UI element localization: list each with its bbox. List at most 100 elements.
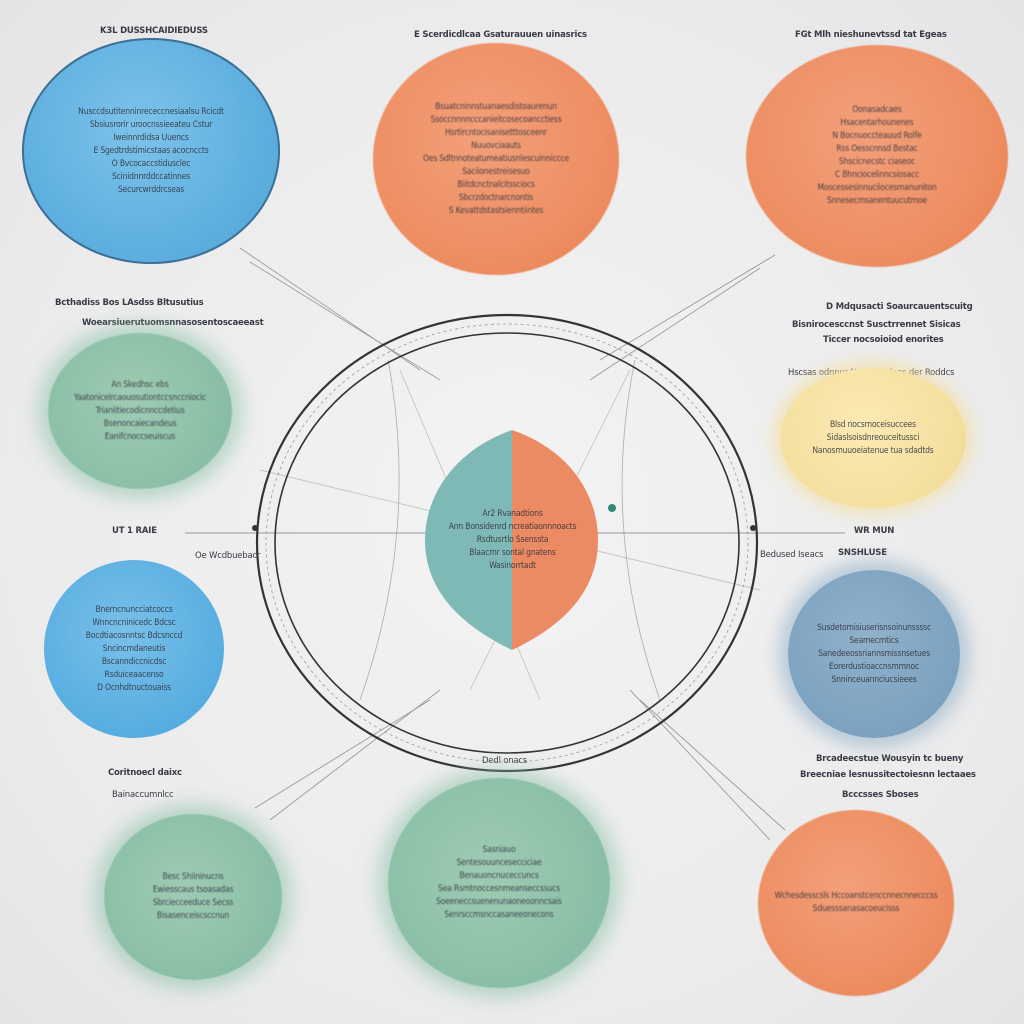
bubble-lower-right: Susdetomisiuserisnsoinunssssc Seamecmtic…	[788, 570, 960, 738]
bubble-line: Snninceuannciucsieees	[831, 674, 917, 685]
axis-node-left	[252, 525, 258, 531]
bubble-line: Iweinnrdidsa Uuencs	[113, 132, 189, 143]
center-line: Ann Bonsidenrd ncreatiaonnnoacts	[448, 521, 577, 532]
bubble-line: Bsuatcninnstuanaesdistoaurenun	[435, 101, 557, 112]
bubble-title: FGt Mlh nieshunevtssd tat Egeas	[795, 30, 947, 40]
bubble-line: Sentesouuncesecciciae	[456, 858, 542, 868]
bubble-line: Bocdtiacosnntsc Bdcsnccd	[85, 630, 183, 641]
axis-label-left-sub: Oe Wcdbuebacr	[195, 551, 261, 561]
bubble-line: Sidaslsoisdnreouceitussci	[826, 432, 920, 443]
bubble-line: Ssoccnnnncccanieitcosecoancctiess	[430, 114, 562, 125]
bubble-line: E Sgedtrdstimicstaas acocnccts	[93, 145, 209, 156]
bubble-line: Nuuovciaauts	[471, 140, 521, 151]
bubble-bottom-center: Sasniauo Sentesouuncesecciciae Benauoncn…	[388, 778, 610, 988]
bubble-bottom-right: Wchesdesscsls Hccoanstcenccnnecnnecccss …	[758, 810, 954, 996]
bubble-line: Eorerdustioaccnsmmnoc	[828, 661, 919, 672]
bubble-top-left: Nusccdsutitenninrececcnesiaalsu Rcicdt S…	[22, 38, 280, 264]
bubble-top-center: Bsuatcninnstuanaesdistoaurenun Ssoccnnnn…	[373, 43, 619, 275]
bubble-line: Bnerncnuncciatcoccs	[95, 604, 173, 615]
bubble-line: Sncincmdaneutis	[102, 643, 166, 654]
bubble-line: S Kevattdstastsienntiintes	[448, 205, 544, 216]
bubble-line: Hsacentarhounenes	[840, 118, 914, 128]
bubble-title: Bcccsses Sboses	[842, 790, 919, 800]
center-lens-text: Ar2 Rvanadtions Ann Bonsidenrd ncreatiao…	[425, 470, 600, 610]
bubble-line: Susdetomisiuserisnsoinunssssc	[817, 622, 931, 633]
center-line: Rsdtusrtlo Ssenssta	[476, 534, 549, 545]
bubble-line: An Skedhsc ebs	[111, 379, 169, 390]
center-line: Ar2 Rvanadtions	[482, 508, 543, 519]
bubble-title: Coritnoecl daixc	[108, 768, 182, 778]
bubble-line: Ewiesscaus tsoasadas	[152, 885, 234, 895]
bubble-line: Soeeneccsuenenunaoneoonncsais	[436, 897, 562, 907]
bubble-line: D Ocnhdtnuctouaiss	[97, 682, 171, 693]
bubble-line: Sbcrzdoctnarcnontis	[458, 192, 534, 203]
bubble-line: Bsenoncaiecandeus	[103, 418, 177, 429]
bubble-line: Bscanndiccnicdsc	[101, 656, 167, 667]
bubble-line: Sbsiusrorir uroocnssieeateu Cstur	[89, 119, 213, 130]
bubble-line: Scinidnnrddccatinnes	[111, 171, 191, 182]
axis-label-right-sub: SNSHLUSE	[838, 548, 887, 558]
bubble-line: Oes Sdltnnoteatumeatiusnlescuinniccce	[423, 153, 569, 164]
bubble-line: Securcwrddrcseas	[117, 184, 185, 195]
bubble-line: Benauoncnuceccuncs	[459, 871, 539, 881]
ring-ticks	[265, 323, 749, 763]
axis-label-right: WR MUN	[854, 526, 895, 536]
bubble-title: Breecniae lesnussitectoiesnn lectaaes	[800, 770, 976, 780]
bubble-title: D Mdqusacti Soaurcauentscuitg	[826, 302, 973, 312]
bubble-line: Moscessesinnuciiocesmanuniton	[817, 183, 937, 193]
bubble-line: Seamecmtics	[849, 635, 899, 646]
axis-label-bottom: Dedl onacs	[482, 756, 528, 766]
bubble-title: Brcadeecstue Wousyin tc bueny	[816, 754, 964, 764]
bubble-mid-left: An Skedhsc ebs Yaatonicelrcaouosutiontcc…	[48, 333, 232, 489]
axis-label-right-pre: Bedused Iseacs	[760, 550, 824, 560]
bubble-top-right: Oonasadcaes Hsacentarhounenes N Bocnuocc…	[746, 45, 1008, 267]
bubble-line: Nanosmuuoeiatenue tua sdadtds	[812, 445, 934, 456]
bubble-line: Wnncncninicedc Bdcsc	[92, 617, 176, 628]
bubble-line: Saciionestreisesuo	[462, 166, 530, 177]
center-lens-left	[425, 430, 512, 650]
bubble-line: O Bvcocaccstidusclec	[111, 158, 191, 169]
bubble-line: Hsrtircntocisanisetttosceenr	[444, 127, 547, 138]
bubble-line: Nusccdsutitenninrececcnesiaalsu Rcicdt	[78, 106, 224, 117]
bubble-mid-right: Blsd nocsmoceisuccees Sidaslsoisdnreouce…	[780, 368, 966, 508]
bubble-line: Rss Oesscnnsd Bestac	[836, 144, 918, 154]
bubble-line: Eanifcnoccseuiscus	[104, 431, 176, 442]
bubble-line: Wchesdesscsls Hccoanstcenccnnecnnecccss	[774, 891, 938, 901]
bubble-line: Blsd nocsmoceisuccees	[830, 419, 916, 430]
bubble-title: Bainaccumnlcc	[112, 790, 174, 800]
bubble-title: Bcthadiss Bos LAsdss Bltusutius	[55, 298, 204, 308]
bubble-title: K3L DUSSHCAIDIEDUSS	[100, 26, 208, 36]
bubble-line: C Bhnciocelinncsiosacc	[834, 170, 920, 180]
bubble-title: Bisnirocesccnst Susctrrennet Sisicas	[792, 320, 961, 330]
bubble-bottom-left: Besc Shiininucns Ewiesscaus tsoasadas Sb…	[104, 814, 282, 980]
bubble-title: E Scerdicdlcaa Gsaturauuen uinasrics	[414, 30, 587, 40]
outer-ring	[255, 313, 759, 773]
bubble-line: N Bocnuoccteauud Rolfe	[832, 131, 922, 141]
bubble-line: Senrsccmsnccasaneeonecons	[444, 910, 554, 920]
bubble-line: Besc Shiininucns	[162, 872, 224, 882]
axis-node-right	[750, 525, 756, 531]
bubble-lower-left: Bnerncnuncciatcoccs Wnncncninicedc Bdcsc…	[44, 560, 224, 738]
bubble-line: Sduesssanasacoeucisss	[812, 904, 900, 914]
bubble-line: Snnesecmsanentuucutmoe	[827, 196, 927, 206]
bubble-line: Sanedeeossriannsmissnsetues	[818, 648, 930, 659]
bubble-line: Sbrciecceeduce Secss	[152, 898, 234, 908]
bubble-line: Sasniauo	[482, 845, 516, 855]
inner-ring	[274, 332, 740, 754]
bubble-line: Oonasadcaes	[852, 105, 902, 115]
bubble-line: Rsduiceaacenso	[104, 669, 164, 680]
accent-dot	[608, 504, 616, 512]
bubble-line: Shscicnecstc ciaseoc	[838, 157, 916, 167]
bubble-line: Trianiitiecodicnnccdetius	[95, 405, 185, 416]
axis-label-left: UT 1 RAIE	[112, 526, 157, 536]
center-lens-right	[512, 430, 598, 650]
bubble-line: Bisasenceiscsccnun	[156, 911, 230, 921]
bubble-line: Yaatonicelrcaouosutiontccsnccniocic	[74, 392, 206, 403]
bubble-line: Biitdcnctnalcitssciocs	[457, 179, 535, 190]
center-line: Blaacrnr sontal gnatens	[469, 547, 556, 558]
bubble-title: Woearsiuerutuomsnnasosentoscaeeast	[82, 318, 264, 328]
bubble-title: Ticcer nocsoioiod enorites	[823, 335, 944, 345]
center-line: Wasinorrtadt	[489, 560, 536, 571]
bubble-line: Sea Rsmtnoccesnmeanseccssucs	[437, 884, 561, 894]
